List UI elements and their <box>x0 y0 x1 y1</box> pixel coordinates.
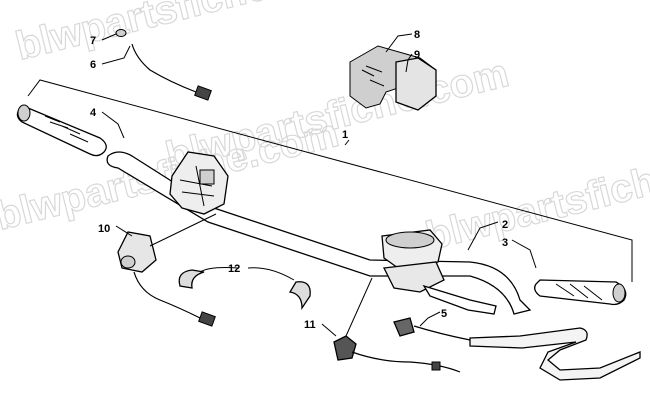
sensor-5 <box>393 317 641 381</box>
switch-11 <box>333 277 461 373</box>
switch-10 <box>117 213 217 327</box>
clamp-rings <box>178 269 311 311</box>
callout-1: 1 <box>342 129 348 141</box>
watermark-group: blwpartsfiche.com blwpartsfiche.com blwp… <box>0 0 650 259</box>
callout-2: 2 <box>502 219 508 231</box>
callout-labels: 1 2 3 4 5 6 7 8 9 10 11 12 <box>90 29 508 331</box>
callout-6: 6 <box>90 59 96 71</box>
callout-4: 4 <box>90 107 97 119</box>
leader-lines <box>101 33 537 337</box>
callout-9: 9 <box>414 49 420 61</box>
callout-5: 5 <box>441 308 447 320</box>
brake-master-cylinder <box>381 229 497 315</box>
wire-harness-6 <box>115 29 212 101</box>
callout-7: 7 <box>90 35 96 47</box>
watermark-right: blwpartsfiche.com <box>422 131 650 259</box>
left-switch-housing <box>169 151 229 215</box>
assembly-bracket <box>27 79 633 282</box>
callout-11: 11 <box>304 319 316 331</box>
right-grip <box>534 279 627 306</box>
left-grip <box>16 104 107 157</box>
watermark-top: blwpartsfiche.com <box>12 0 363 69</box>
callout-3: 3 <box>502 237 508 249</box>
callout-12: 12 <box>228 263 240 275</box>
callout-10: 10 <box>98 223 110 235</box>
callout-8: 8 <box>414 29 420 41</box>
